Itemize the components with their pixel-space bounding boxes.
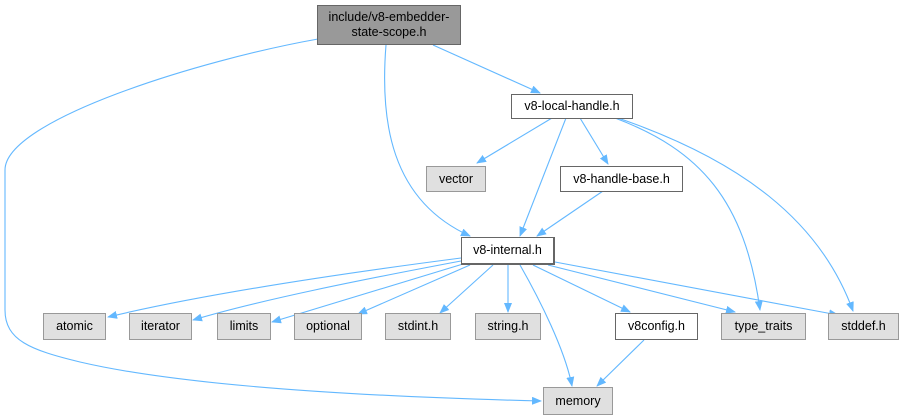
node-v8-local-handle[interactable]: v8-local-handle.h [511,94,633,119]
node-memory: memory [543,387,613,415]
edge-local-type-traits [614,117,763,311]
node-iterator: iterator [129,313,192,340]
node-stdint: stdint.h [385,313,451,340]
edge-internal-iterator [192,260,462,322]
edge-internal-stdint [439,264,494,314]
edge-v8config-memory [596,339,645,387]
node-type-traits: type_traits [721,313,806,340]
node-vector: vector [426,166,486,192]
edge-root-local-handle [432,44,541,94]
node-optional: optional [294,313,362,340]
edge-internal-stddef [554,261,839,318]
edge-root-memory [4,38,542,405]
node-v8config[interactable]: v8config.h [615,313,698,340]
edge-local-stddef [617,117,854,312]
edge-internal-v8config [532,264,631,313]
edge-internal-optional [357,264,471,315]
node-limits: limits [217,313,271,340]
edge-internal-atomic [107,257,462,319]
node-v8-internal[interactable]: v8-internal.h [461,237,555,265]
edge-local-handle-base [579,117,609,165]
edge-internal-limits [271,263,464,324]
edge-internal-memory [519,264,575,387]
node-atomic: atomic [43,313,106,340]
node-root[interactable]: include/v8-embedder-state-scope.h [317,5,461,45]
edge-handle-base-internal [536,190,604,237]
edge-internal-type-traits [547,264,736,314]
node-string: string.h [475,313,541,340]
node-v8-handle-base[interactable]: v8-handle-base.h [560,166,683,192]
node-stddef: stddef.h [828,313,899,340]
edge-local-internal [519,117,567,237]
edge-local-vector [476,117,553,164]
edge-root-internal [384,44,471,237]
